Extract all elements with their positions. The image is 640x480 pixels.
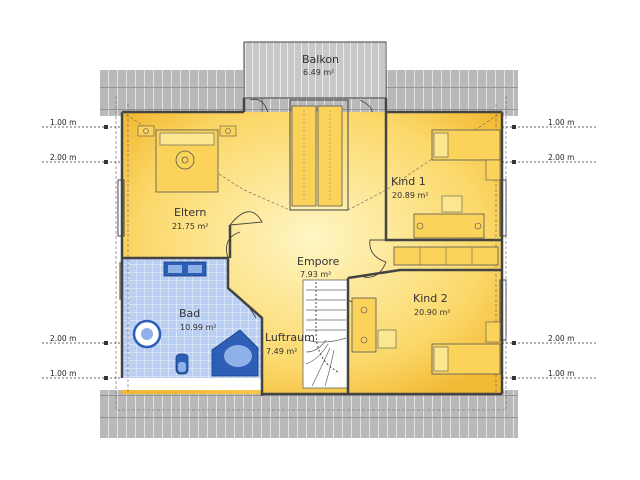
eltern-area: 21.75 m² [172,222,208,231]
stairwell [302,279,349,389]
dim-left-1m-top: 1.00 m [50,118,76,127]
kind1-area: 20.89 m² [392,191,428,200]
dim-right-1m-bottom: 1.00 m [548,369,574,378]
roof-bottom [100,390,518,438]
luftraum-name: Luftraum [265,331,315,344]
dimension-labels: 1.00 m 2.00 m 2.00 m 1.00 m 1.00 m 2.00 … [50,118,574,378]
wall-details [117,99,507,341]
kind2-desk [351,297,397,353]
dim-left-1m-bottom: 1.00 m [50,369,76,378]
eltern-name: Eltern [174,206,206,219]
bath-fixtures [132,261,259,377]
empore-shelf [393,246,499,266]
wardrobe [291,105,343,207]
empore-area: 7.93 m² [300,270,331,279]
balkon-area: 6.49 m² [303,68,334,77]
dimension-ticks [104,125,516,380]
kind1-bed [431,129,501,181]
luftraum-area: 7.49 m² [266,347,297,356]
kind1-name: Kind 1 [391,175,426,188]
walls [120,98,504,396]
balkon-name: Balkon [302,53,339,66]
bad-area: 10.99 m² [180,323,216,332]
kind2-area: 20.90 m² [414,308,450,317]
dimension-lines [42,126,598,379]
dim-left-2m-top: 2.00 m [50,153,76,162]
dim-right-2m-top: 2.00 m [548,153,574,162]
kind2-bed [431,321,501,375]
bad-name: Bad [179,307,200,320]
dim-right-1m-top: 1.00 m [548,118,574,127]
kind2-name: Kind 2 [413,292,448,305]
kind1-desk [413,195,485,239]
empore-name: Empore [297,255,340,268]
balcony [243,41,387,99]
dim-left-2m-bottom: 2.00 m [50,334,76,343]
room-labels: Balkon 6.49 m² Eltern 21.75 m² Kind 1 20… [172,53,450,356]
dim-right-2m-bottom: 2.00 m [548,334,574,343]
double-bed [137,125,237,193]
